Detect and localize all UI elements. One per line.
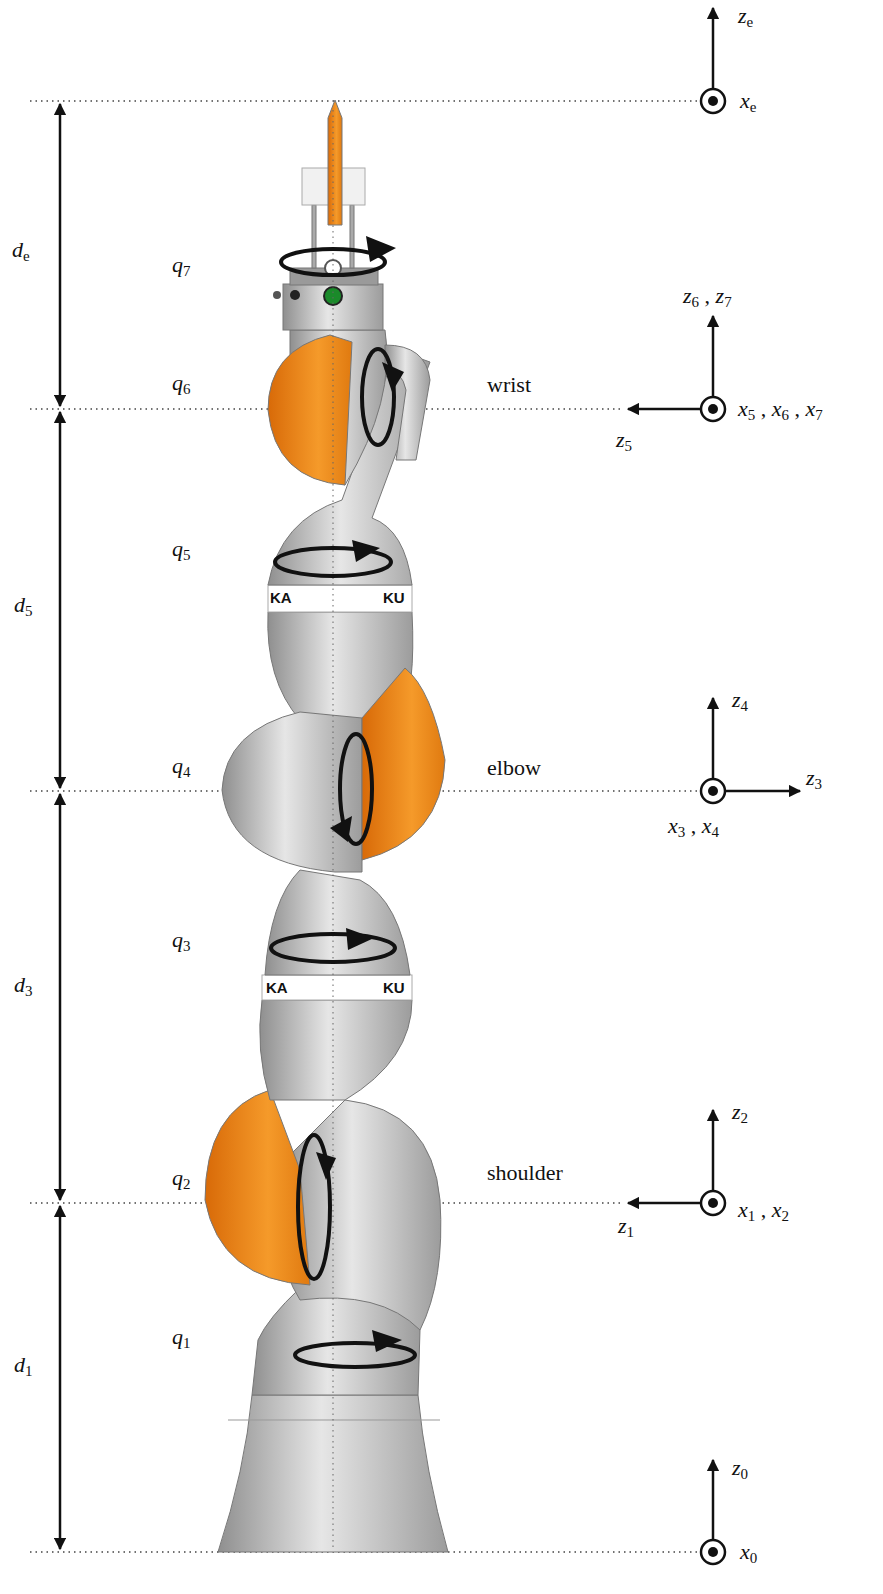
axis-label: z5 <box>616 428 632 452</box>
axis-label: z4 <box>732 688 748 712</box>
dimension-label: d5 <box>14 593 33 617</box>
axis-label: z6 , z7 <box>683 284 732 308</box>
joint-label: q4 <box>172 754 191 778</box>
dimension-label: d3 <box>14 973 33 997</box>
axis-label: x3 , x4 <box>668 814 719 838</box>
band-text: KA <box>270 590 292 607</box>
joint-label: q7 <box>172 253 191 277</box>
joint-group-label: shoulder <box>487 1161 563 1185</box>
joint-group-label: elbow <box>487 756 541 780</box>
axis-label: z2 <box>732 1100 748 1124</box>
band-text: KU <box>383 980 405 997</box>
joint-label: q5 <box>172 537 191 561</box>
axis-label: z1 <box>618 1214 634 1238</box>
axis-label: xe <box>740 89 756 113</box>
band-text: KU <box>383 590 405 607</box>
dimension-label: d1 <box>14 1353 33 1377</box>
joint-label: q2 <box>172 1166 191 1190</box>
joint-label: q3 <box>172 928 191 952</box>
axis-label: ze <box>738 4 753 28</box>
dimension-label: de <box>12 238 30 262</box>
band-text: KA <box>266 980 288 997</box>
axis-label: x1 , x2 <box>738 1198 789 1222</box>
joint-label: q6 <box>172 371 191 395</box>
axis-label: x5 , x6 , x7 <box>738 397 823 421</box>
axis-label: z0 <box>732 1456 748 1480</box>
axis-label: z3 <box>806 766 822 790</box>
joint-label: q1 <box>172 1325 191 1349</box>
joint-group-label: wrist <box>487 373 531 397</box>
axis-label: x0 <box>740 1540 757 1564</box>
